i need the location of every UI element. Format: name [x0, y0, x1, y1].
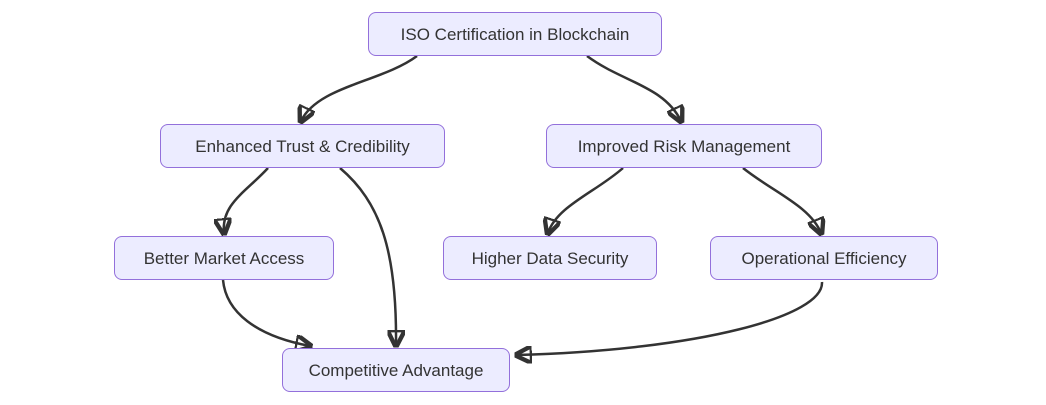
node-competitive-advantage: Competitive Advantage	[282, 348, 510, 392]
edge-trust-to-market	[224, 167, 269, 233]
node-higher-data-security: Higher Data Security	[443, 236, 657, 280]
node-label: Higher Data Security	[471, 248, 629, 268]
node-improved-risk-management: Improved Risk Management	[546, 124, 822, 168]
node-label: Improved Risk Management	[577, 136, 791, 156]
edge-risk-to-security	[548, 167, 624, 233]
node-label: ISO Certification in Blockchain	[400, 24, 630, 44]
node-operational-efficiency: Operational Efficiency	[710, 236, 938, 280]
node-iso-certification-in-blockchain: ISO Certification in Blockchain	[368, 12, 662, 56]
node-label: Enhanced Trust & Credibility	[195, 136, 410, 156]
edge-risk-to-efficiency	[742, 167, 821, 233]
edge-iso-to-trust	[301, 54, 418, 121]
edge-iso-to-risk	[586, 54, 681, 121]
node-label: Operational Efficiency	[741, 248, 907, 268]
edge-efficiency-to-advantage	[517, 281, 824, 355]
edge-trust-to-advantage	[339, 167, 396, 345]
node-label: Competitive Advantage	[308, 360, 484, 380]
node-label: Better Market Access	[143, 248, 305, 268]
node-better-market-access: Better Market Access	[114, 236, 334, 280]
node-enhanced-trust-credibility: Enhanced Trust & Credibility	[160, 124, 445, 168]
edge-market-to-advantage	[221, 279, 310, 346]
